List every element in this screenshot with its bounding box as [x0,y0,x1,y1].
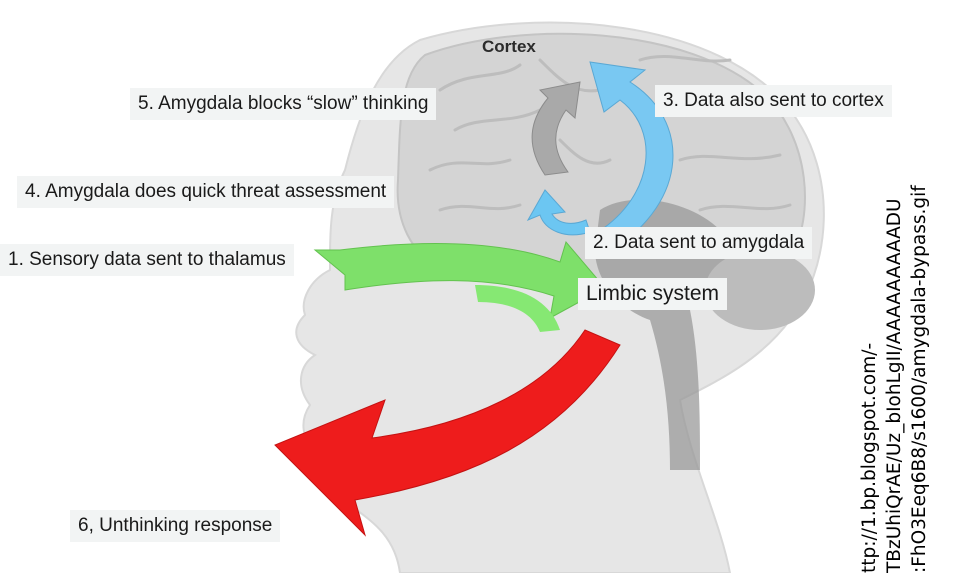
step-4-label: 4. Amygdala does quick threat assessment [17,176,395,208]
sensory-arrow [313,240,606,319]
step-5-label: 5. Amygdala blocks “slow” thinking [130,88,437,120]
threat-assessment-arrow [526,189,591,236]
cerebellum [705,250,815,330]
blocked-thinking-arrow [531,81,581,176]
source-url-text: ttp://1.bp.blogspot.com/- TBzUhiQrAE/Uz_… [857,185,932,573]
source-url-line: TBzUhiQrAE/Uz_bIohLgII/AAAAAAAAADU [884,198,905,573]
cortex-arrow [589,61,674,251]
sensory-arrow-branch [475,285,560,332]
step-1-label: 1. Sensory data sent to thalamus [0,244,294,276]
source-url-line: ttp://1.bp.blogspot.com/- [859,342,880,573]
limbic-system-label: Limbic system [578,278,728,310]
step-2-label: 2. Data sent to amygdala [585,227,813,259]
step-3-label: 3. Data also sent to cortex [655,85,892,117]
limbic-region [595,199,729,470]
step-6-label: 6, Unthinking response [70,510,281,542]
response-arrow [274,329,621,537]
cortex-label: Cortex [482,37,536,56]
source-url-line: :FhO3Eeq6B8/s1600/amygdala-bypass.gif [909,185,930,573]
